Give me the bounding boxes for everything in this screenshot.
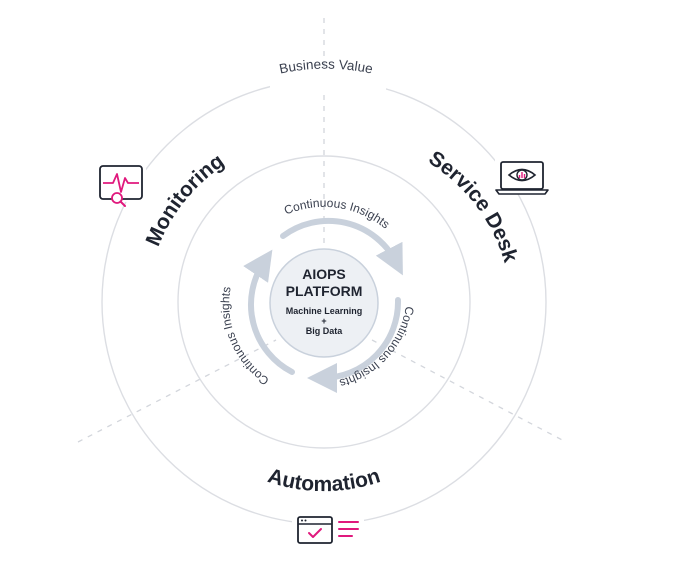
- browser-check-list-icon: [292, 512, 364, 546]
- core-sub-line2: +: [321, 316, 326, 326]
- core-title-line1: AIOPS: [302, 266, 346, 282]
- insight-cycle-arrows: [243, 217, 403, 393]
- divider-right: [371, 339, 567, 443]
- core-circle: [269, 248, 379, 358]
- laptop-eye-chart-icon: [495, 156, 551, 195]
- segment-label-monitoring: Monitoring: [142, 150, 229, 250]
- monitor-pulse-search-icon: [94, 160, 146, 207]
- core-sub-line1: Machine Learning: [286, 306, 363, 316]
- core-sub-line3: Big Data: [306, 326, 344, 336]
- cycle-arrow-right: [307, 297, 402, 393]
- segment-label-automation: Automation: [265, 464, 383, 496]
- middle-ring: [177, 155, 471, 449]
- business-value-label: Business Value: [278, 57, 374, 77]
- business-value-gap: [270, 72, 386, 94]
- cycle-label-left: Continuous Insights: [218, 286, 271, 389]
- core-title-line2: PLATFORM: [286, 283, 363, 299]
- divider-left: [77, 339, 277, 443]
- cycle-arrow-left: [243, 249, 295, 375]
- cycle-arrow-top: [280, 217, 403, 276]
